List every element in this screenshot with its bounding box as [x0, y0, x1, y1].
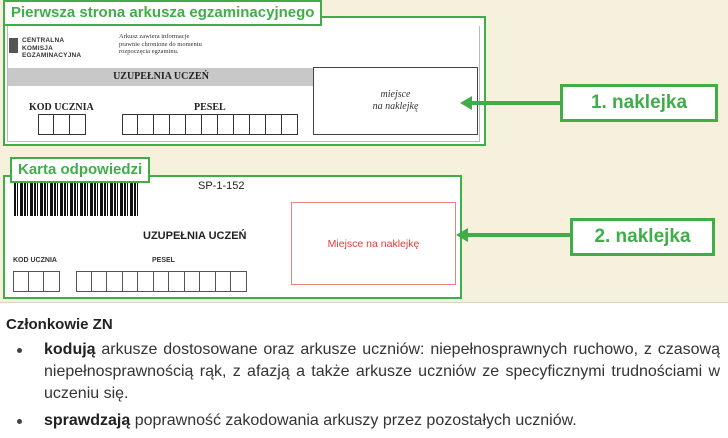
pesel-boxes[interactable] [122, 114, 298, 135]
members-list: kodują arkusze dostosowane oraz arkusze … [17, 339, 720, 437]
pesel-cell[interactable] [153, 271, 169, 292]
sticker-placeholder-2: Miejsce na naklejkę [291, 202, 456, 285]
code-cell[interactable] [70, 114, 86, 135]
student-code-label: KOD UCZNIA [29, 102, 94, 113]
answer-card-tab: Karta odpowiedzi [10, 157, 151, 183]
pesel-cell[interactable] [107, 271, 123, 292]
notice-line: rozpoczęcia egzaminu. [119, 48, 179, 55]
exam-first-page-tab: Pierwsza strona arkusza egzaminacyjnego [3, 0, 323, 26]
pesel-cell[interactable] [200, 271, 216, 292]
bullet-text: arkusze dostosowane oraz arkusze uczniów… [44, 341, 720, 402]
pesel-label-2: PESEL [152, 257, 175, 264]
logo-line: KOMISJA [22, 44, 54, 52]
cke-logo-icon [9, 38, 18, 53]
code-cell[interactable] [44, 271, 60, 292]
pesel-cell[interactable] [76, 271, 92, 292]
code-cell[interactable] [13, 271, 29, 292]
arrow-2-line [466, 233, 572, 237]
bullet-keyword: kodują [44, 341, 96, 358]
student-code-boxes-2[interactable] [13, 271, 60, 292]
pesel-cell[interactable] [215, 271, 231, 292]
code-cell[interactable] [38, 114, 54, 135]
arrow-2-head [456, 228, 468, 242]
list-item: sprawdzają poprawność zakodowania arkusz… [17, 410, 720, 432]
bullet-text: poprawność zakodowania arkuszy przez poz… [130, 412, 577, 429]
bullet-keyword: sprawdzają [44, 412, 131, 429]
members-panel: Członkowie ZN kodują arkusze dostosowane… [0, 302, 728, 438]
pesel-cell[interactable] [186, 114, 202, 135]
pesel-cell[interactable] [202, 114, 218, 135]
bullet-icon [17, 348, 22, 353]
code-cell[interactable] [28, 271, 44, 292]
sticker-label-2: Miejsce na naklejkę [327, 237, 420, 250]
pesel-boxes-2[interactable] [76, 271, 247, 292]
arrow-1-head [460, 96, 472, 110]
confidential-notice: Arkusz zawiera informacje prawnie chroni… [119, 33, 202, 56]
student-code-label-2: KOD UCZNIA [13, 257, 57, 264]
pesel-cell[interactable] [91, 271, 107, 292]
pesel-cell[interactable] [218, 114, 234, 135]
student-fill-label: UZUPEŁNIA UCZEŃ [113, 71, 209, 82]
pesel-cell[interactable] [231, 271, 247, 292]
pesel-cell[interactable] [282, 114, 298, 135]
logo-line: EGZAMINACYJNA [22, 52, 82, 59]
bullet-icon [17, 419, 22, 424]
sticker-label: na naklejkę [372, 101, 419, 112]
notice-line: prawnie chronione do momentu [119, 40, 202, 48]
list-item: kodują arkusze dostosowane oraz arkusze … [17, 339, 720, 405]
code-cell[interactable] [54, 114, 70, 135]
barcode [14, 183, 139, 216]
pesel-cell[interactable] [138, 114, 154, 135]
pesel-cell[interactable] [122, 114, 138, 135]
callout-sticker-2: 2. naklejka [570, 218, 715, 256]
student-code-boxes[interactable] [38, 114, 86, 135]
pesel-cell[interactable] [170, 114, 186, 135]
pesel-cell[interactable] [122, 271, 138, 292]
sticker-placeholder-1: miejsce na naklejkę [313, 67, 478, 135]
student-fill-label-2: UZUPEŁNIA UCZEŃ [143, 230, 247, 242]
callout-sticker-1: 1. naklejka [560, 84, 718, 122]
student-fill-band [8, 68, 314, 86]
arrow-1-line [470, 101, 562, 105]
pesel-cell[interactable] [266, 114, 282, 135]
pesel-cell[interactable] [234, 114, 250, 135]
pesel-cell[interactable] [169, 271, 185, 292]
sheet-code: SP-1-152 [198, 180, 245, 192]
pesel-cell[interactable] [184, 271, 200, 292]
members-title: Członkowie ZN [6, 316, 113, 333]
pesel-cell[interactable] [154, 114, 170, 135]
sticker-label: miejsce [380, 89, 411, 100]
pesel-cell[interactable] [250, 114, 266, 135]
pesel-cell[interactable] [138, 271, 154, 292]
notice-line: Arkusz zawiera informacje [119, 33, 190, 40]
pesel-label: PESEL [194, 102, 226, 113]
logo-line: CENTRALNA [22, 37, 65, 44]
